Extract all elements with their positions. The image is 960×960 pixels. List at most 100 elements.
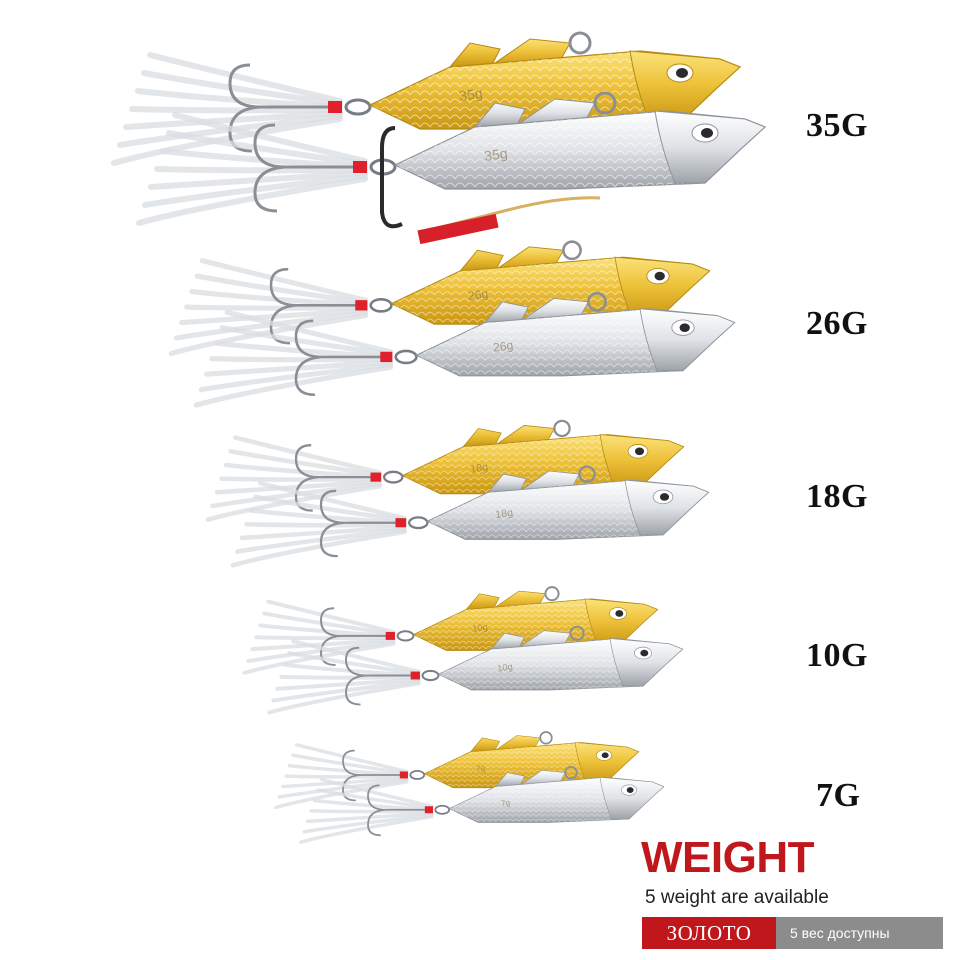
line-eye bbox=[568, 31, 592, 55]
lure-pupil bbox=[676, 68, 688, 78]
treble-hook bbox=[319, 489, 405, 558]
scale-texture bbox=[438, 638, 643, 691]
scale-texture bbox=[449, 777, 629, 823]
feather-tail bbox=[302, 813, 434, 834]
feather-tail bbox=[283, 662, 421, 678]
feather-tail bbox=[266, 599, 396, 634]
lure-silver: 35g bbox=[136, 91, 767, 226]
feather-tail bbox=[277, 778, 409, 799]
lure-silver: 18g bbox=[230, 465, 710, 568]
feather-tail bbox=[129, 106, 343, 114]
assist-hook bbox=[380, 126, 403, 229]
lure-head bbox=[654, 110, 766, 184]
line-eye bbox=[587, 291, 607, 312]
lure-gold: 10g bbox=[242, 586, 659, 675]
feather-tail bbox=[319, 777, 434, 809]
red-thread bbox=[385, 631, 395, 640]
lure-head bbox=[624, 479, 710, 536]
line-eye bbox=[569, 625, 585, 641]
treble-hook bbox=[269, 267, 366, 345]
banner-subtitle: 5 weight are available bbox=[645, 887, 829, 908]
engraved-weight-text: 26g bbox=[467, 286, 489, 303]
lure-silver: 7g bbox=[298, 765, 665, 844]
lure-pupil bbox=[626, 787, 634, 793]
engraved-weight-text: 35g bbox=[458, 85, 483, 104]
engraved-weight-text: 18g bbox=[470, 461, 489, 475]
feather-tail bbox=[271, 679, 421, 703]
feather-tail bbox=[254, 635, 396, 641]
red-thread bbox=[355, 300, 368, 311]
treble-hook bbox=[345, 646, 419, 706]
red-thread bbox=[380, 351, 393, 363]
feather-tail bbox=[160, 148, 368, 170]
feather-tail bbox=[273, 780, 409, 810]
feather-tail bbox=[142, 173, 368, 208]
feather-tail bbox=[193, 364, 394, 408]
lure-pupil bbox=[640, 649, 649, 657]
feather-tail bbox=[239, 524, 407, 541]
engraved-weight-text: 35g bbox=[483, 145, 508, 164]
lure-head bbox=[639, 308, 736, 372]
feather-tail bbox=[117, 113, 343, 148]
lure-pupil bbox=[601, 752, 609, 759]
feather-tail bbox=[184, 304, 369, 311]
scale-texture bbox=[416, 308, 683, 376]
feather-tail bbox=[298, 814, 434, 844]
feather-tail bbox=[279, 674, 421, 680]
engraved-weight-text: 7g bbox=[500, 798, 510, 808]
assist-sleeve bbox=[417, 213, 499, 245]
feather-tail bbox=[275, 677, 421, 691]
feather-tail bbox=[168, 313, 369, 357]
treble-hook bbox=[294, 444, 380, 512]
treble-hook bbox=[320, 607, 394, 666]
line-eye bbox=[562, 240, 582, 261]
feather-tail bbox=[284, 774, 409, 779]
feather-tail bbox=[135, 88, 343, 110]
line-eye bbox=[564, 765, 578, 780]
line-eye bbox=[578, 465, 596, 483]
lure-head bbox=[614, 256, 711, 320]
feather-tail bbox=[210, 481, 382, 509]
split-ring bbox=[344, 98, 372, 116]
line-eye bbox=[593, 91, 617, 115]
lure-pupil bbox=[634, 447, 645, 456]
weight-label-26g: 26G bbox=[806, 305, 868, 342]
feather-tail bbox=[136, 176, 368, 226]
lure-head bbox=[629, 50, 741, 124]
split-ring bbox=[434, 804, 451, 815]
feather-tail bbox=[223, 462, 382, 480]
lure-pupil bbox=[679, 323, 690, 332]
split-ring bbox=[409, 770, 426, 780]
feather-tail bbox=[235, 527, 407, 554]
red-thread bbox=[399, 771, 408, 779]
red-thread bbox=[410, 671, 420, 680]
treble-hook bbox=[294, 319, 391, 397]
lure-head bbox=[599, 776, 665, 820]
scale-texture bbox=[427, 480, 663, 540]
red-thread bbox=[328, 101, 342, 113]
feather-tail bbox=[248, 508, 407, 525]
feather-tail bbox=[205, 483, 382, 522]
feather-tail bbox=[305, 811, 434, 824]
feather-tail bbox=[258, 623, 396, 638]
line-eye bbox=[539, 731, 553, 745]
feather-tail bbox=[224, 309, 394, 355]
feather-tail bbox=[148, 170, 368, 190]
red-thread bbox=[353, 161, 367, 173]
feather-tail bbox=[244, 521, 407, 528]
lure-head bbox=[584, 598, 659, 647]
treble-hook bbox=[253, 123, 365, 213]
lure-gold: 18g bbox=[205, 419, 685, 522]
weight-label-7g: 7G bbox=[816, 777, 861, 814]
feather-tail bbox=[232, 435, 382, 475]
lure-pupil bbox=[615, 610, 624, 617]
feather-tail bbox=[173, 310, 369, 341]
lure-silver: 10g bbox=[267, 625, 684, 715]
lure-pupil bbox=[701, 128, 713, 138]
lure-gold: 35g bbox=[111, 31, 742, 166]
feather-tail bbox=[267, 681, 421, 715]
lure-head bbox=[609, 638, 684, 687]
split-ring bbox=[394, 349, 418, 365]
feather-tail bbox=[242, 641, 396, 675]
